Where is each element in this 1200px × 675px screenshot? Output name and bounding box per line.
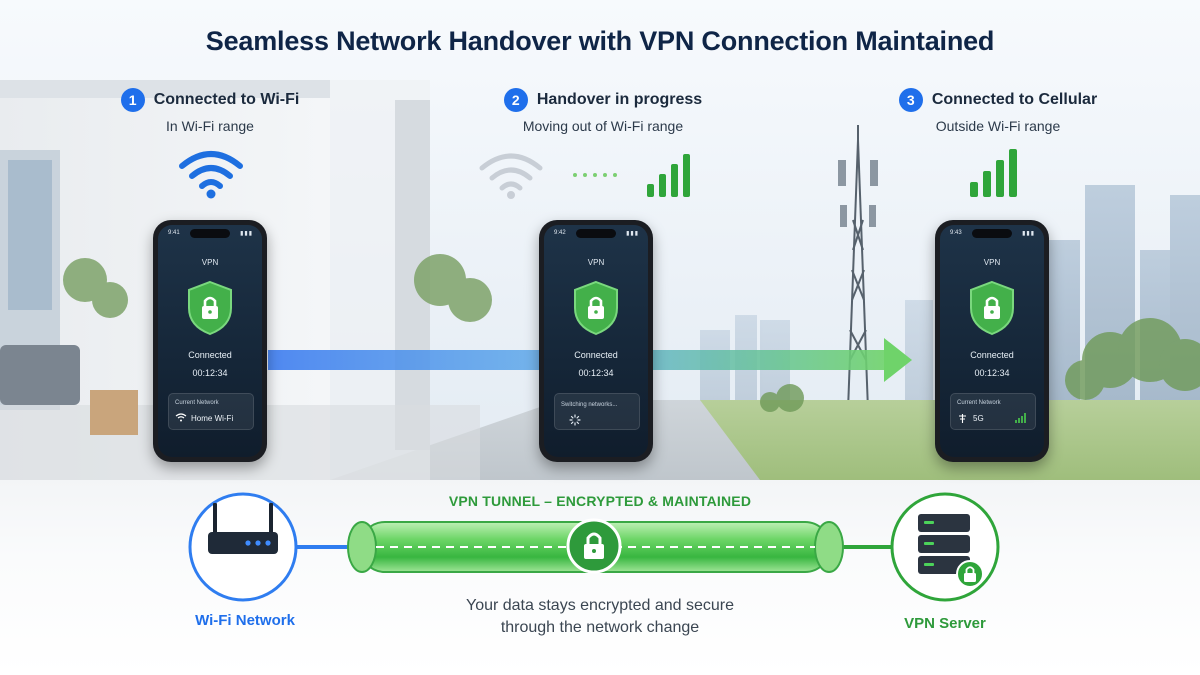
- network-card[interactable]: Switching networks...: [554, 393, 640, 430]
- step-2: 2 Handover in progress Moving out of Wi-…: [453, 88, 753, 134]
- vpn-timer: 00:12:34: [578, 368, 614, 378]
- network-card-caption: Current Network: [957, 400, 1001, 406]
- status-icons: ▮▮▮: [626, 231, 639, 237]
- vpn-timer: 00:12:34: [192, 368, 228, 378]
- wifi-icon: [179, 151, 243, 199]
- phone-screen: 9:42 ▮▮▮ VPN Connected 00:12:34 Switchin…: [544, 225, 648, 457]
- tunnel-label: VPN TUNNEL – ENCRYPTED & MAINTAINED: [448, 493, 752, 509]
- phone-wifi: 9:41 ▮▮▮ VPN Connected 00:12:34 Current …: [153, 220, 267, 462]
- wifi-weak-icon: [479, 153, 543, 199]
- tunnel-caption: Your data stays encrypted and secure thr…: [0, 595, 1200, 639]
- phone-cellular: 9:43 ▮▮▮ VPN Connected 00:12:34 Current …: [935, 220, 1049, 462]
- phone-screen: 9:41 ▮▮▮ VPN Connected 00:12:34 Current …: [158, 225, 262, 457]
- caption-line-2: through the network change: [500, 619, 700, 636]
- signal-bars-icon: [1015, 413, 1026, 423]
- phone-notch: [190, 229, 230, 238]
- vpn-timer: 00:12:34: [974, 368, 1010, 378]
- step-subtitle: In Wi-Fi range: [166, 118, 254, 134]
- shield-lock-icon: [970, 280, 1014, 336]
- caption-line-1: Your data stays encrypted and secure: [465, 597, 735, 614]
- network-card[interactable]: Current Network 5G: [950, 393, 1036, 430]
- vpn-app-label: VPN: [587, 258, 605, 267]
- signal-bars-icon: [647, 154, 690, 197]
- vpn-status: Connected: [574, 350, 618, 360]
- signal-bars-icon: [970, 149, 1017, 197]
- status-icons: ▮▮▮: [1022, 231, 1035, 237]
- status-time: 9:42: [554, 230, 566, 236]
- step-3: 3 Connected to Cellular Outside Wi-Fi ra…: [848, 88, 1148, 134]
- shield-lock-icon: [574, 280, 618, 336]
- server-icon: [890, 492, 1000, 602]
- status-icons: ▮▮▮: [240, 231, 253, 237]
- network-card-value: Home Wi-Fi: [191, 414, 234, 423]
- vpn-app-label: VPN: [983, 258, 1001, 267]
- step-title: Connected to Cellular: [931, 91, 1098, 108]
- status-time: 9:43: [950, 230, 962, 236]
- network-card-value: 5G: [973, 414, 984, 423]
- antenna-icon: [959, 414, 966, 423]
- status-time: 9:41: [168, 230, 180, 236]
- phone-handover: 9:42 ▮▮▮ VPN Connected 00:12:34 Switchin…: [539, 220, 653, 462]
- network-card-caption: Switching networks...: [561, 402, 618, 408]
- router-icon: [188, 492, 298, 602]
- network-card[interactable]: Current Network Home Wi-Fi: [168, 393, 254, 430]
- network-card-caption: Current Network: [175, 400, 219, 406]
- vpn-status: Connected: [188, 350, 232, 360]
- step-number-badge: 3: [898, 88, 923, 112]
- phone-screen: 9:43 ▮▮▮ VPN Connected 00:12:34 Current …: [940, 225, 1044, 457]
- step-subtitle: Moving out of Wi-Fi range: [522, 118, 684, 134]
- shield-lock-icon: [188, 280, 232, 336]
- spinner-icon: [569, 414, 581, 426]
- step-number-badge: 2: [503, 88, 528, 112]
- wifi-icon: [175, 413, 187, 422]
- vpn-status: Connected: [970, 350, 1014, 360]
- phone-notch: [972, 229, 1012, 238]
- vpn-server-label: VPN Server: [904, 615, 986, 632]
- vpn-app-label: VPN: [201, 258, 219, 267]
- vpn-tunnel-diagram: [188, 492, 1000, 602]
- step-number-badge: 1: [120, 88, 145, 112]
- step-title: Connected to Wi-Fi: [153, 91, 300, 108]
- page-title: Seamless Network Handover with VPN Conne…: [205, 26, 995, 56]
- phone-notch: [576, 229, 616, 238]
- step-subtitle: Outside Wi-Fi range: [935, 118, 1061, 134]
- wifi-network-label: Wi-Fi Network: [195, 612, 295, 629]
- transition-dots-icon: [573, 173, 617, 177]
- step-1: 1 Connected to Wi-Fi In Wi-Fi range: [60, 88, 360, 134]
- step-title: Handover in progress: [536, 91, 703, 108]
- lock-icon: [566, 518, 622, 574]
